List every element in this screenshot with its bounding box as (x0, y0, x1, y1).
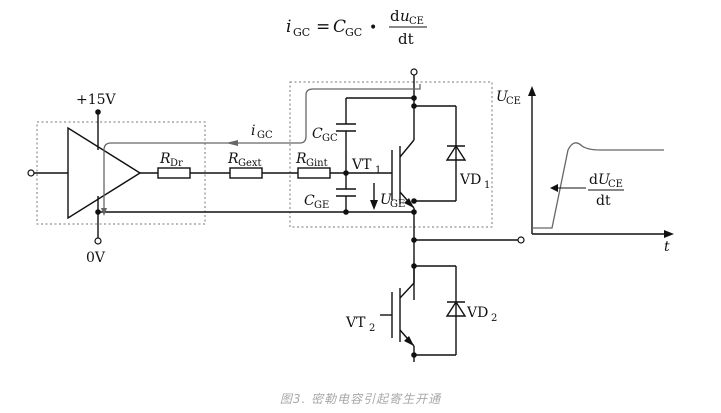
u-ce-sub: CE (506, 96, 521, 107)
vt1-collector-leg (399, 139, 415, 158)
slope-den: dt (596, 193, 611, 209)
collector-node-1 (411, 95, 417, 101)
slope-pointer-arrow (550, 184, 558, 192)
emitter-node-2 (411, 209, 417, 215)
r-gext-sub: Gext (238, 158, 262, 169)
formula-i: i (286, 17, 291, 37)
igbt-box (289, 81, 493, 228)
vt1-emitter-arrow (404, 198, 414, 208)
supply-gnd-terminal (94, 237, 102, 245)
vd1-label: VD (459, 172, 481, 188)
r-dr-sub: Dr (170, 158, 183, 169)
supply-pos-node (95, 109, 101, 115)
formula-i-sub: GC (293, 26, 310, 39)
i-gc-sub: GC (257, 130, 273, 141)
vt2-collector-leg (399, 282, 415, 299)
supply-pos-label: +15V (76, 92, 117, 108)
vd1-sub: 1 (484, 180, 490, 191)
uce-waveform (532, 142, 664, 229)
c-gc-sub: GC (322, 133, 338, 144)
formula-num-u: u (400, 7, 410, 25)
u-ge-sub: GE (390, 199, 405, 210)
output-terminal (517, 236, 525, 244)
c-gc-label: C (312, 126, 323, 142)
formula-c: C (333, 17, 346, 37)
c-ge-label: C (304, 193, 315, 209)
formula-num-sub: CE (409, 16, 424, 27)
r-gint-sub: Gint (306, 158, 328, 169)
formula-dot: • (369, 20, 377, 36)
formula: i GC = C GC • d u CE dt (286, 7, 427, 48)
figure-caption: 图3. 密勒电容引起寄生开通 (279, 392, 442, 406)
dc-pos-terminal (410, 68, 418, 76)
vt1-label: VT (351, 157, 372, 173)
input-terminal (27, 169, 35, 177)
igc-arrow (226, 140, 238, 146)
miller-current-path (103, 84, 421, 213)
slope-num-sub: CE (608, 179, 623, 190)
resistor-rdr (157, 167, 191, 179)
i-gc-label: i (251, 123, 255, 139)
uce-x-arrow (664, 230, 674, 238)
vt2-sub: 2 (369, 323, 375, 334)
vd2-sub: 2 (491, 313, 497, 324)
formula-num-d: d (390, 7, 400, 25)
path-arrow-bottom (101, 208, 107, 216)
t-axis-label: t (664, 239, 670, 255)
vd1-triangle (445, 144, 467, 161)
supply-gnd-label: 0V (86, 250, 106, 266)
circuit-diagram: +15V 0V R Dr R Gext R Gint C GC C GE U G… (27, 68, 674, 362)
vt2-label: VT (345, 315, 366, 331)
vt1-sub: 1 (375, 165, 381, 176)
slope-num-u: U (598, 172, 611, 188)
c-ge-sub: GE (314, 200, 329, 211)
r-gint-label: R (295, 151, 307, 167)
formula-eq: = (316, 17, 330, 37)
r-gext-label: R (227, 151, 239, 167)
resistor-rgext (229, 167, 263, 179)
vt2-emitter-arrow (404, 336, 414, 346)
resistor-rgint (297, 167, 331, 179)
vd2-triangle (445, 300, 467, 317)
formula-c-sub: GC (345, 26, 362, 39)
r-dr-label: R (159, 151, 171, 167)
uce-y-arrow (528, 86, 536, 96)
formula-den: dt (398, 30, 414, 48)
uge-arrow-head (370, 200, 378, 210)
vd2-label: VD (466, 305, 488, 321)
u-ce-label: U (496, 89, 509, 105)
slope-num-d: d (589, 172, 598, 188)
u-ge-label: U (380, 192, 393, 208)
